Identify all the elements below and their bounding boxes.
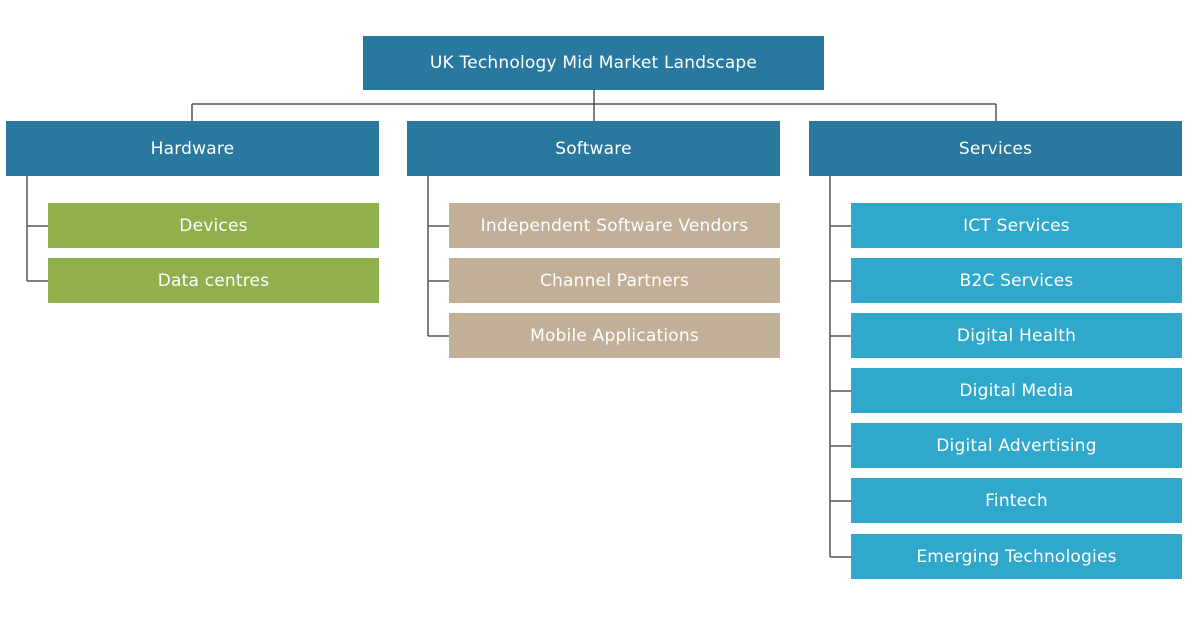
category-hardware: Hardware [6,121,379,176]
software-item-mobile-applications: Mobile Applications [449,313,780,358]
root-node: UK Technology Mid Market Landscape [363,36,824,90]
services-item-fintech: Fintech [851,478,1182,523]
software-item-channel-partners: Channel Partners [449,258,780,303]
software-item-isv: Independent Software Vendors [449,203,780,248]
services-item-digital-media: Digital Media [851,368,1182,413]
services-item-b2c: B2C Services [851,258,1182,303]
services-item-digital-advertising: Digital Advertising [851,423,1182,468]
services-item-emerging-technologies: Emerging Technologies [851,534,1182,579]
hardware-item-devices: Devices [48,203,379,248]
category-software: Software [407,121,780,176]
hardware-item-data-centres: Data centres [48,258,379,303]
category-services: Services [809,121,1182,176]
services-item-digital-health: Digital Health [851,313,1182,358]
services-item-ict: ICT Services [851,203,1182,248]
